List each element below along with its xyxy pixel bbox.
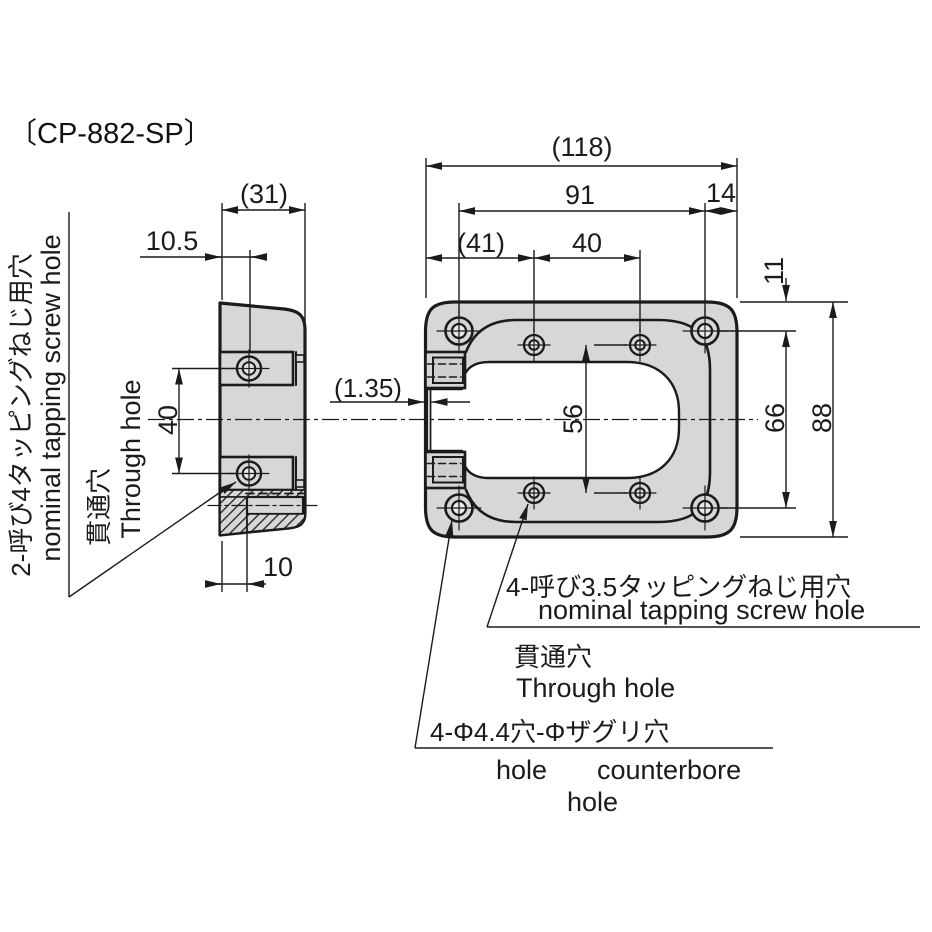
side-step-notch-bottom bbox=[295, 479, 305, 488]
side-step-notch-top bbox=[295, 354, 305, 363]
tapping-hole-bottom-right bbox=[623, 476, 657, 510]
front-recess-rim bbox=[464, 318, 712, 524]
counterbore-leader bbox=[414, 519, 454, 749]
side-hatch-left bbox=[219, 496, 248, 536]
front-counterbore-holes bbox=[436, 308, 728, 531]
front-view bbox=[423, 300, 739, 539]
counterbore-label-jp: 4-Φ4.4穴-Φザグリ穴 bbox=[430, 717, 669, 747]
side-lower-screw-hole bbox=[228, 454, 270, 492]
side-hatch-bottom bbox=[246, 511, 306, 533]
side-view bbox=[207, 301, 319, 537]
dim-56: 56 bbox=[558, 404, 588, 434]
page-title: 〔CP-882-SP〕 bbox=[8, 118, 213, 150]
dim-40-top: 40 bbox=[572, 228, 602, 258]
front-tapping-holes bbox=[517, 328, 657, 510]
front-bottom-bracket bbox=[424, 450, 467, 490]
dimension-texts: (118) 91 14 (41) 40 (1.35) (31) 10.5 10 … bbox=[146, 132, 837, 582]
side-upper-screw-hole bbox=[228, 349, 270, 388]
counterbore-label-counterbore: counterbore bbox=[597, 755, 741, 785]
side-tapping-leader bbox=[68, 481, 237, 598]
side-through-label-en: Through hole bbox=[116, 379, 146, 538]
front-tapping-label-en: nominal tapping screw hole bbox=[538, 595, 865, 625]
dim-91: 91 bbox=[565, 180, 595, 210]
dim-66: 66 bbox=[760, 403, 790, 433]
tapping-hole-top-left bbox=[517, 328, 551, 362]
side-through-label-jp: 貫通穴 bbox=[84, 468, 114, 546]
front-tapping-label-jp: 4-呼び3.5タッピングねじ用穴 bbox=[506, 572, 851, 602]
dim-31: (31) bbox=[240, 179, 288, 209]
front-tapping-leader bbox=[486, 503, 529, 628]
dim-14: 14 bbox=[706, 178, 736, 208]
dim-88: 88 bbox=[807, 403, 837, 433]
dim-40-side: 40 bbox=[153, 405, 183, 435]
counterbore-hole-bottom-left bbox=[436, 485, 482, 531]
front-grip-opening bbox=[425, 360, 681, 480]
tapping-hole-top-right bbox=[623, 328, 657, 362]
dimensions bbox=[140, 158, 848, 592]
counterbore-label-hole2: hole bbox=[567, 787, 618, 817]
front-through-label-en: Through hole bbox=[516, 673, 675, 703]
counterbore-label-hole: hole bbox=[496, 755, 547, 785]
side-tapping-label-jp: 2-呼び4タッピングねじ用穴 bbox=[6, 253, 36, 577]
dim-135: (1.35) bbox=[334, 373, 402, 403]
dim-11: 11 bbox=[759, 257, 789, 285]
text-labels: 〔CP-882-SP〕 2-呼び4タッピングねじ用穴 nominal tappi… bbox=[6, 118, 865, 817]
dim-118: (118) bbox=[551, 132, 612, 162]
dim-41: (41) bbox=[457, 228, 505, 258]
leaders bbox=[68, 212, 920, 749]
dim-10: 10 bbox=[263, 552, 293, 582]
tapping-hole-bottom-left bbox=[517, 476, 551, 510]
counterbore-hole-top-left bbox=[436, 308, 482, 354]
dim-105: 10.5 bbox=[146, 226, 199, 256]
front-through-label-jp: 貫通穴 bbox=[514, 642, 592, 672]
front-top-bracket bbox=[424, 350, 467, 390]
side-tapping-label-en: nominal tapping screw hole bbox=[36, 234, 66, 561]
